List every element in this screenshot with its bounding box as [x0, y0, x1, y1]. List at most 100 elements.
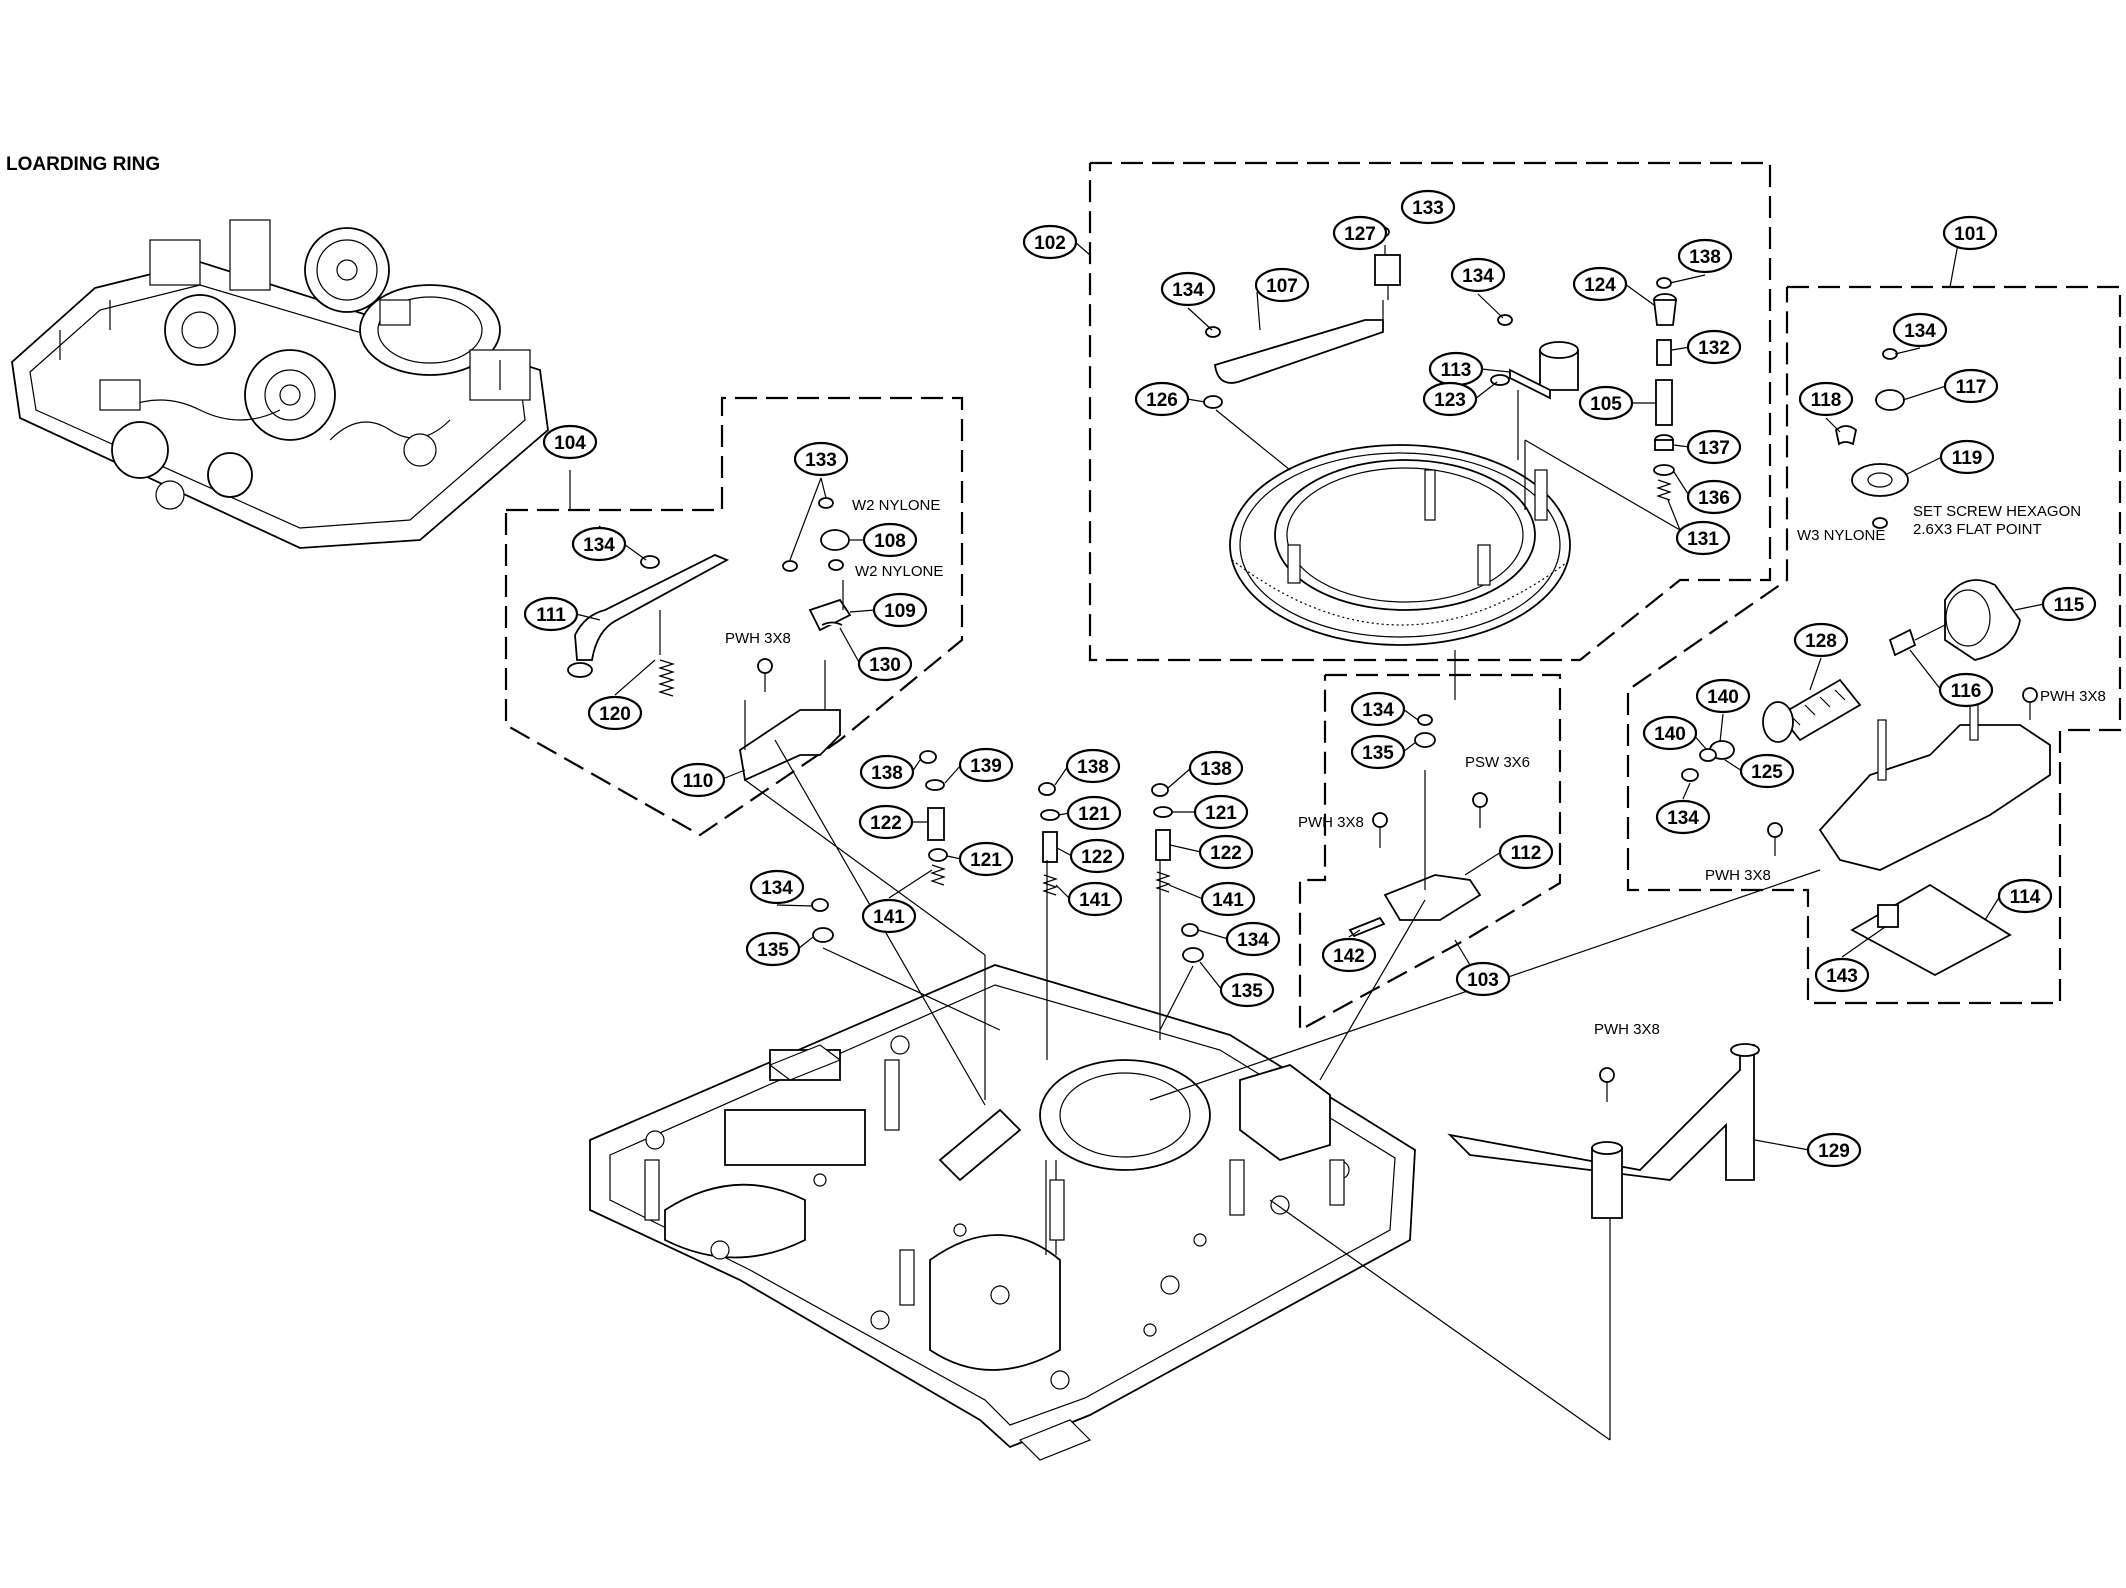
- callout-number: 110: [683, 771, 714, 792]
- callout-bubble: [1160, 271, 1216, 307]
- callout-bubble: [571, 526, 627, 562]
- callout-number: 140: [1654, 724, 1686, 745]
- spec-note-n7: PWH 3X8: [2040, 688, 2106, 705]
- callout-bubble: [1321, 937, 1377, 973]
- callout-bubble: [1686, 479, 1742, 515]
- callout-c138d: 138: [1188, 750, 1244, 786]
- callout-c109: 109: [872, 592, 928, 628]
- callout-bubble: [1450, 257, 1506, 293]
- callout-bubble: [587, 695, 643, 731]
- callout-bubble: [1997, 878, 2053, 914]
- callout-c127: 127: [1332, 215, 1388, 251]
- callout-c133b: 133: [793, 441, 849, 477]
- callout-layer: 1011021031041051071081091101111121131141…: [523, 189, 2097, 1168]
- callout-c120: 120: [587, 695, 643, 731]
- callout-number: 141: [873, 907, 905, 928]
- callout-bubble: [1942, 215, 1998, 251]
- callout-bubble: [1675, 520, 1731, 556]
- spec-note-n5: 2.6X3 FLAT POINT: [1913, 521, 2042, 538]
- spec-note-n3: PWH 3X8: [725, 630, 791, 647]
- callout-bubble: [1798, 381, 1854, 417]
- callout-bubble: [861, 898, 917, 934]
- callout-bubble: [1022, 224, 1078, 260]
- callout-bubble: [1943, 368, 1999, 404]
- callout-c135b: 135: [745, 931, 801, 967]
- callout-c125: 125: [1739, 753, 1795, 789]
- callout-number: 116: [1951, 681, 1982, 702]
- leader-lines: [569, 232, 2045, 1441]
- callout-number: 105: [1590, 394, 1622, 415]
- callout-number: 127: [1344, 224, 1376, 245]
- callout-number: 121: [1078, 804, 1110, 825]
- post-stacks: [811, 714, 1436, 963]
- callout-bubble: [1332, 215, 1388, 251]
- callout-c137: 137: [1686, 429, 1742, 465]
- callout-bubble: [1066, 795, 1122, 831]
- callout-c117: 117: [1943, 368, 1999, 404]
- callout-c122b: 122: [1069, 838, 1125, 874]
- callout-c121c: 121: [1193, 794, 1249, 830]
- callout-c115: 115: [2041, 586, 2097, 622]
- callout-c131: 131: [1675, 520, 1731, 556]
- callout-bubble: [858, 804, 914, 840]
- callout-number: 102: [1034, 233, 1066, 254]
- callout-bubble: [749, 869, 805, 905]
- group-102-outline: [1088, 161, 1772, 662]
- callout-c142: 142: [1321, 937, 1377, 973]
- callout-bubble: [1793, 622, 1849, 658]
- callout-number: 129: [1818, 1141, 1850, 1162]
- callout-c138c: 138: [1065, 748, 1121, 784]
- callout-number: 101: [1954, 224, 1986, 245]
- callout-number: 134: [583, 535, 615, 556]
- callout-number: 133: [1412, 198, 1444, 219]
- callout-c121: 121: [958, 841, 1014, 877]
- drive-assembly-101: [1681, 348, 2051, 977]
- callout-c122: 122: [858, 804, 914, 840]
- callout-number: 134: [1667, 808, 1699, 829]
- callout-c134e: 134: [1350, 691, 1406, 727]
- callout-c108: 108: [862, 522, 918, 558]
- callout-c130: 130: [857, 646, 913, 682]
- callout-number: 138: [1077, 757, 1109, 778]
- callout-bubble: [1578, 385, 1634, 421]
- callout-bubble: [1134, 381, 1190, 417]
- callout-number: 134: [1362, 700, 1394, 721]
- callout-number: 134: [1172, 280, 1204, 301]
- callout-bubble: [1572, 266, 1628, 302]
- callout-number: 123: [1434, 390, 1466, 411]
- callout-bubble: [793, 441, 849, 477]
- callout-number: 117: [1956, 377, 1987, 398]
- callout-number: 134: [1904, 321, 1936, 342]
- callout-c134b: 134: [1450, 257, 1506, 293]
- callout-bubble: [1067, 881, 1123, 917]
- callout-c134d: 134: [571, 526, 627, 562]
- callout-c119: 119: [1939, 439, 1995, 475]
- callout-number: 135: [1362, 743, 1394, 764]
- callout-number: 126: [1146, 390, 1178, 411]
- callout-c140: 140: [1695, 678, 1751, 714]
- callout-bubble: [1806, 1132, 1862, 1168]
- callout-c110: 110: [670, 762, 726, 798]
- callout-c102: 102: [1022, 224, 1078, 260]
- callout-bubble: [542, 424, 598, 460]
- callout-bubble: [958, 841, 1014, 877]
- callout-number: 134: [1462, 266, 1494, 287]
- callout-number: 121: [970, 850, 1002, 871]
- callout-number: 121: [1205, 803, 1237, 824]
- callout-number: 115: [2054, 595, 2085, 616]
- callout-c139: 139: [958, 747, 1014, 783]
- callout-number: 143: [1826, 966, 1858, 987]
- callout-number: 132: [1698, 338, 1730, 359]
- callout-c121b: 121: [1066, 795, 1122, 831]
- spec-note-n9: PWH 3X8: [1298, 814, 1364, 831]
- callout-number: 138: [871, 763, 903, 784]
- callout-bubble: [1198, 834, 1254, 870]
- callout-c111: 111: [523, 596, 579, 632]
- callout-bubble: [1193, 794, 1249, 830]
- callout-bubble: [1814, 957, 1870, 993]
- callout-c128: 128: [1793, 622, 1849, 658]
- callout-number: 136: [1698, 488, 1730, 509]
- callout-bubble: [1188, 750, 1244, 786]
- callout-bubble: [670, 762, 726, 798]
